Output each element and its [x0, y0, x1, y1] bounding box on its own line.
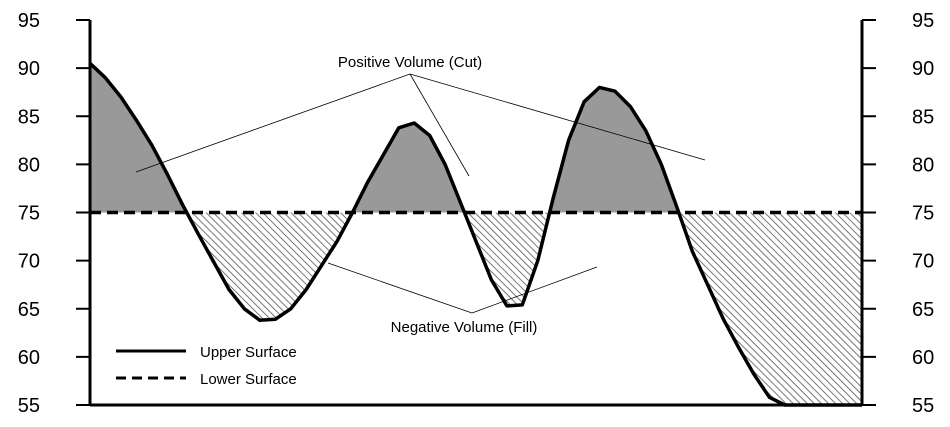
left-tick-label: 60	[18, 347, 40, 369]
left-tick-label: 95	[18, 10, 40, 32]
leader-cut-2	[409, 73, 470, 177]
legend-label-lower: Lower Surface	[200, 371, 297, 388]
annotation-fill: Negative Volume (Fill)	[391, 319, 538, 336]
right-tick-label: 85	[912, 106, 934, 128]
annotation-cut: Positive Volume (Cut)	[338, 54, 482, 71]
fill-volume-area	[90, 212, 862, 405]
series-lines	[88, 62, 862, 407]
left-tick-label: 65	[18, 299, 40, 321]
left-tick-label: 85	[18, 106, 40, 128]
legend-label-upper: Upper Surface	[200, 344, 297, 361]
leader-cut-3	[409, 73, 706, 161]
left-tick-label: 70	[18, 251, 40, 273]
annotations: Positive Volume (Cut) Negative Volume (F…	[135, 54, 706, 336]
left-tick-label: 75	[18, 203, 40, 225]
right-tick-label: 90	[912, 58, 934, 80]
left-tick-label: 80	[18, 154, 40, 176]
legend: Upper Surface Lower Surface	[116, 344, 297, 388]
left-tick-label: 90	[18, 58, 40, 80]
right-tick-label: 65	[912, 299, 934, 321]
leader-fill-2	[471, 266, 598, 314]
leader-fill-1	[327, 262, 473, 314]
left-tick-label: 55	[18, 395, 40, 417]
right-tick-label: 60	[912, 347, 934, 369]
axes: 55 55 60 60 65 65 70 70 75 75 80 80 85 85 90 90 95 95	[18, 10, 935, 417]
upper-surface-line	[88, 62, 862, 407]
right-tick-label: 80	[912, 154, 934, 176]
cut-volume-area	[90, 63, 862, 213]
volume-fills	[90, 63, 862, 405]
leader-cut-1	[135, 73, 411, 173]
right-tick-label: 55	[912, 395, 934, 417]
right-tick-label: 95	[912, 10, 934, 32]
right-tick-label: 70	[912, 251, 934, 273]
right-tick-label: 75	[912, 203, 934, 225]
